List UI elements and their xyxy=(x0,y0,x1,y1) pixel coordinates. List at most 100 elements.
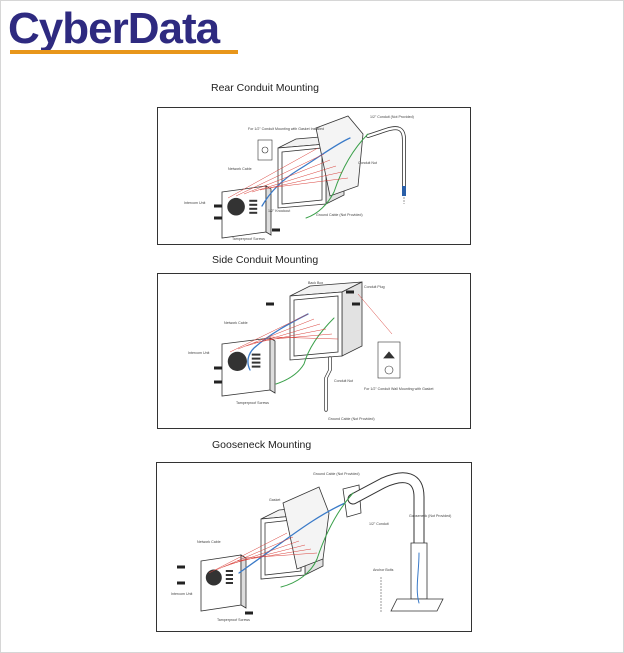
goose-ground-cable xyxy=(280,492,354,588)
rear-keypad-row xyxy=(249,199,258,202)
goose-post xyxy=(410,542,428,600)
rear-knockout-detail xyxy=(257,139,273,161)
side-screw xyxy=(346,290,354,294)
side-keypad-row xyxy=(251,353,261,356)
goose-intercom-face xyxy=(200,554,242,612)
side-assembly-ray xyxy=(261,333,333,341)
goose-label-conduit: 1/2" Conduit xyxy=(369,522,389,526)
side-conduit-pipe-inner xyxy=(325,357,331,411)
section-title-side-conduit: Side Conduit Mounting xyxy=(212,254,319,266)
rear-assembly-ray xyxy=(259,171,343,191)
side-label-ground-cable: Ground Cable (Not Provided) xyxy=(328,417,375,421)
side-ground-cable xyxy=(275,317,335,385)
side-intercom-side xyxy=(269,337,276,394)
rear-keypad-row xyxy=(249,203,258,206)
side-label-conduit-nut: Conduit Nut xyxy=(334,379,353,383)
side-keypad-row xyxy=(251,361,261,364)
goose-screw xyxy=(245,611,253,615)
rear-mounting-bracket xyxy=(315,115,364,197)
side-screw xyxy=(214,366,222,370)
rear-speaker-grille xyxy=(227,197,245,216)
rear-label-conduit: 1/2" Conduit (Not Provided) xyxy=(370,115,414,119)
rear-screw xyxy=(272,228,280,232)
goose-speaker-grille xyxy=(205,569,222,586)
goose-screw xyxy=(177,581,185,585)
rear-label-network-cable: Network Cable xyxy=(228,167,252,171)
side-assembly-ray xyxy=(269,336,339,340)
rear-assembly-ray xyxy=(235,153,325,197)
section-title-gooseneck: Gooseneck Mounting xyxy=(212,439,312,451)
rear-label-intercom: Intercom Unit xyxy=(184,201,205,205)
rear-box-inner xyxy=(281,147,323,205)
goose-inner-cable xyxy=(416,552,420,604)
goose-keypad-row xyxy=(225,578,233,580)
goose-label-ground-cable: Ground Cable (Not Provided) xyxy=(313,472,360,476)
side-screw xyxy=(352,302,360,306)
side-wall-plate-arrow xyxy=(383,351,395,359)
goose-label-gooseneck: Gooseneck (Not Provided) xyxy=(409,514,451,518)
side-assembly-ray xyxy=(237,318,315,350)
side-label-network-cable: Network Cable xyxy=(224,321,248,325)
side-assembly-ray xyxy=(229,313,309,353)
goose-assembly-ray xyxy=(243,552,318,559)
rear-conduit-pipe xyxy=(366,126,406,190)
rear-label-ground-cable: Ground Cable (Not Provided) xyxy=(316,213,363,217)
side-label-screws: Tamperproof Screws xyxy=(236,401,269,405)
goose-label-anchor-bolts: Anchor Bolts xyxy=(373,568,394,572)
rear-label-screws: Tamperproof Screws xyxy=(232,237,265,241)
side-screw xyxy=(266,302,274,306)
goose-keypad-row xyxy=(225,582,233,584)
side-intercom-face xyxy=(221,337,271,397)
rear-assembly-ray xyxy=(251,165,337,193)
rear-cable-end xyxy=(402,186,406,196)
diagram-rear-conduit: For 1/2" Conduit Mounting with Gasket In… xyxy=(157,107,471,245)
goose-base-plate xyxy=(390,598,444,612)
goose-assembly-ray xyxy=(208,532,288,574)
goose-keypad-row xyxy=(225,570,233,572)
rear-label-conduit-gasket: For 1/2" Conduit Mounting with Gasket In… xyxy=(248,127,324,131)
side-label-wall-gasket: For 1/2" Conduit Wall Mounting with Gask… xyxy=(364,387,433,391)
rear-conduit-drawing: For 1/2" Conduit Mounting with Gasket In… xyxy=(184,115,414,241)
rear-keypad-row xyxy=(249,207,258,210)
side-network-cable xyxy=(247,313,309,371)
side-screw xyxy=(214,380,222,384)
goose-intercom-side xyxy=(240,554,247,609)
side-wall-plate-detail xyxy=(377,341,401,379)
goose-label-screws: Tamperproof Screws xyxy=(217,618,250,622)
side-keypad-row xyxy=(251,357,261,360)
brand-logo: CyberData xyxy=(8,4,220,53)
rear-network-cable xyxy=(261,137,351,207)
rear-box-front xyxy=(277,143,327,209)
goose-keypad-row xyxy=(225,574,233,576)
rear-screw xyxy=(214,216,222,220)
gooseneck-drawing: Gooseneck (Not Provided) 1/2" ConduitNetw… xyxy=(171,472,451,622)
goose-screw xyxy=(177,565,185,569)
section-title-rear-conduit: Rear Conduit Mounting xyxy=(211,82,319,94)
goose-gooseneck-pipe xyxy=(347,472,425,549)
side-assembly-ray xyxy=(253,328,327,344)
side-keypad-row xyxy=(251,365,261,368)
rear-assembly-ray xyxy=(243,159,331,195)
brand-logo-underline xyxy=(10,50,238,54)
rear-keypad-row xyxy=(249,211,258,214)
goose-label-intercom: Intercom Unit xyxy=(171,592,192,596)
side-wall-plate-hole xyxy=(384,365,394,375)
rear-ground-cable xyxy=(305,133,369,219)
goose-label-network-cable: Network Cable xyxy=(197,540,221,544)
side-box-front xyxy=(289,291,343,361)
goose-network-cable xyxy=(238,502,346,574)
rear-assembly-ray xyxy=(227,147,319,199)
rear-label-conduit-nut: Conduit Nut xyxy=(358,161,377,165)
rear-label-knockout: 1/2" Knockout xyxy=(268,209,290,213)
goose-assembly-ray xyxy=(215,536,294,571)
side-label-intercom: Intercom Unit xyxy=(188,351,209,355)
goose-gooseneck-pipe-inner xyxy=(348,473,424,548)
side-label-conduit-plug: Conduit Plug xyxy=(364,285,385,289)
rear-assembly-ray xyxy=(267,177,349,189)
rear-conduit-pipe-inner xyxy=(366,126,406,190)
goose-assembly-ray xyxy=(236,548,312,562)
rear-knockout-hole xyxy=(261,146,269,154)
